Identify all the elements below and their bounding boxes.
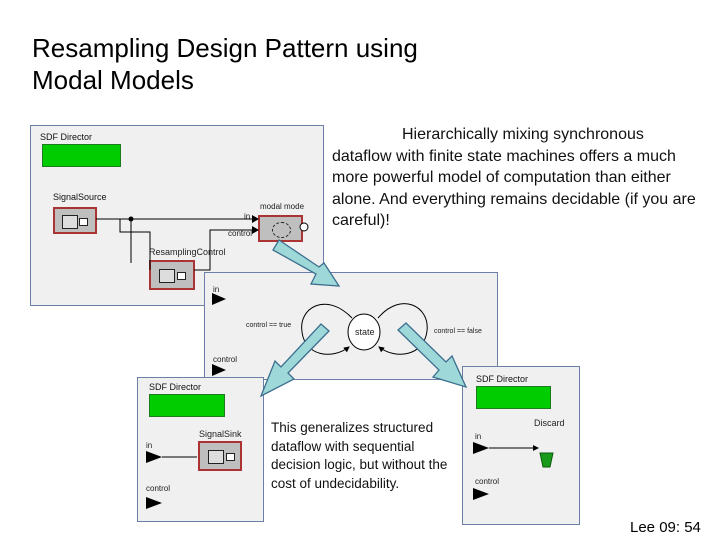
fsm-port-control-label: control — [213, 355, 238, 364]
state-label: state — [355, 327, 375, 337]
resampling-control-port-icon — [177, 272, 186, 280]
signal-source-actor[interactable] — [53, 207, 97, 234]
state-transitions — [301, 303, 428, 355]
fsm-control-triangle-icon — [212, 364, 226, 376]
left-director-box[interactable] — [149, 394, 225, 417]
right-port-in-label: in — [475, 432, 482, 441]
signal-sink-port-icon — [226, 453, 235, 461]
resampling-control-icon — [159, 269, 175, 283]
right-control-triangle-icon — [473, 488, 489, 500]
signal-sink-label: SignalSink — [199, 429, 242, 439]
signal-source-port-icon — [79, 218, 88, 226]
top-port-in-label: in — [244, 212, 251, 221]
discard-bin-icon[interactable] — [539, 452, 554, 468]
modal-control-port-icon — [252, 226, 259, 234]
left-in-triangle-icon — [146, 451, 162, 463]
right-director-box[interactable] — [476, 386, 551, 409]
modal-in-port-icon — [252, 215, 259, 223]
modal-model-label: modal mode — [260, 202, 305, 211]
signal-sink-icon — [208, 450, 224, 464]
slide-title: Resampling Design Pattern using Modal Mo… — [32, 33, 418, 95]
modal-model-actor[interactable] — [258, 215, 303, 242]
fsm-in-triangle-icon — [212, 293, 226, 305]
top-director-box[interactable] — [42, 144, 121, 167]
left-refinement-panel: SDF Director SignalSink in control — [137, 377, 264, 522]
fsm-port-in-label: in — [213, 285, 220, 294]
right-port-control-label: control — [475, 477, 500, 486]
left-director-label: SDF Director — [149, 382, 202, 392]
signal-source-label: SignalSource — [53, 192, 107, 202]
left-port-control-label: control — [146, 484, 171, 493]
top-port-control-label: control — [228, 229, 253, 238]
top-wires — [96, 218, 257, 271]
top-model-panel: SDF Director SignalSource modal mode in … — [30, 125, 324, 306]
resampling-control-actor[interactable] — [149, 260, 195, 290]
right-in-triangle-icon — [473, 442, 489, 454]
signal-sink-actor[interactable] — [198, 441, 242, 471]
guard-right-label: control == false — [434, 328, 482, 335]
secondary-paragraph: This generalizes structured dataflow wit… — [271, 420, 448, 491]
wire-junction — [128, 216, 134, 222]
callout-arrows — [259, 239, 468, 398]
left-port-in-label: in — [146, 441, 153, 450]
signal-source-icon — [62, 215, 78, 229]
modal-state-icon — [272, 222, 291, 238]
resampling-control-label: ResamplingControl — [149, 247, 226, 257]
arrow-to-fsm — [272, 239, 341, 287]
arrow-to-right-refinement — [397, 322, 468, 389]
slide-footer: Lee 09: 54 — [630, 519, 701, 536]
top-director-label: SDF Director — [40, 132, 93, 142]
arrow-to-left-refinement — [259, 323, 330, 398]
modal-output-port-icon — [299, 222, 309, 232]
guard-left-label: control == true — [246, 322, 292, 329]
state-node[interactable] — [347, 313, 381, 351]
discard-label: Discard — [534, 418, 565, 428]
left-control-triangle-icon — [146, 497, 162, 509]
right-director-label: SDF Director — [476, 374, 529, 384]
main-paragraph: Hierarchically mixing synchronous datafl… — [332, 126, 696, 230]
